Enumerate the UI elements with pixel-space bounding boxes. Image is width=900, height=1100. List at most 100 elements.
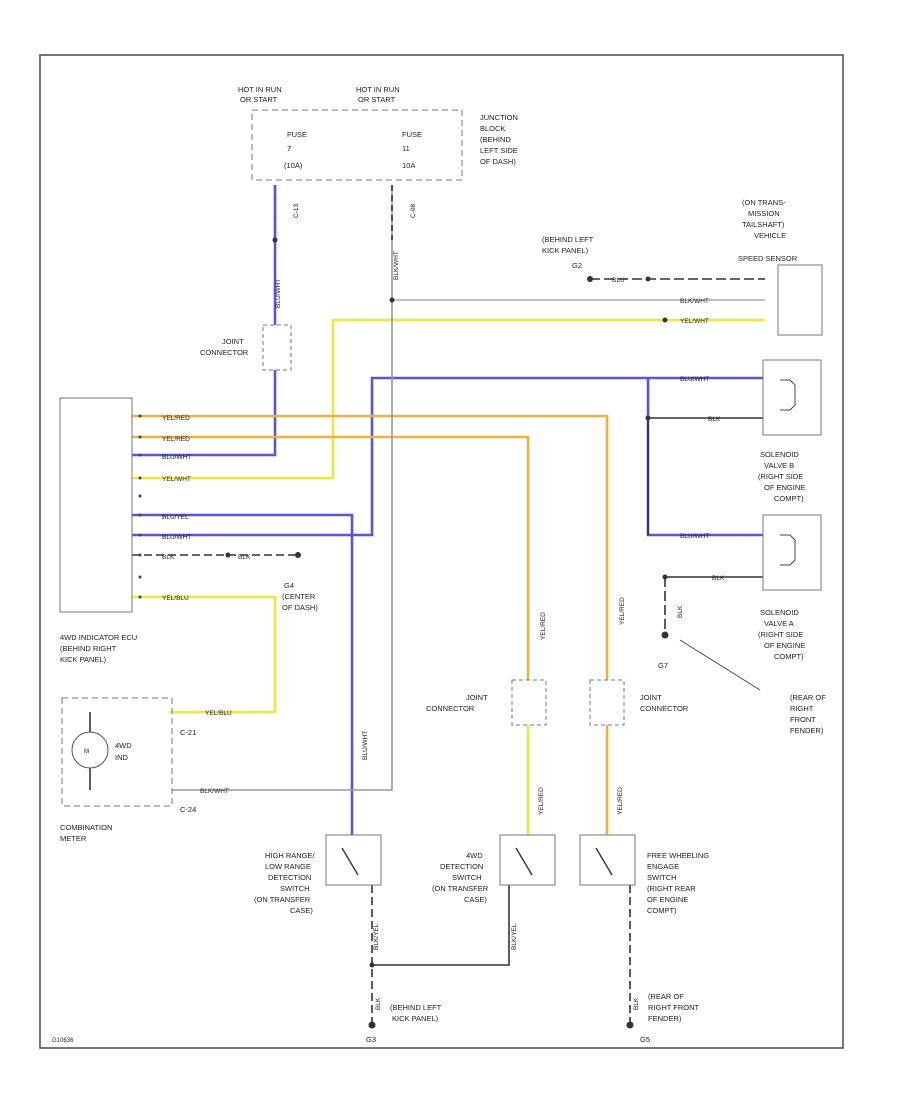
ecu-ground-3: OF DASH) xyxy=(282,603,318,612)
joint-connectors-lower: JOINT CONNECTOR JOINT CONNECTOR YEL/RED … xyxy=(362,597,689,815)
junction-dot xyxy=(225,552,231,558)
solenoid-a-box xyxy=(762,514,822,591)
switch-1-label-4: SWITCH xyxy=(280,884,310,893)
solenoid-b-box xyxy=(762,359,822,436)
wire-label-blk-g7: BLK xyxy=(677,605,684,618)
ecu-pin-dots xyxy=(138,414,142,599)
wire-label-yel-red-2: YEL/RED xyxy=(162,436,190,443)
junction-dot xyxy=(389,297,395,303)
solenoid-a-label-4: OF ENGINE xyxy=(764,641,805,650)
joint-connector-2-box xyxy=(511,679,547,726)
rear-fender-1: (REAR OF xyxy=(790,693,826,702)
hot-run-2b: OR START xyxy=(358,95,396,104)
wire-label-yel-blu-meter: YEL/BLU xyxy=(205,710,232,717)
vss-label-5: SPEED SENSOR xyxy=(738,254,798,263)
solenoid-b-label-2: VALVE B xyxy=(764,461,794,470)
rear-fender-2: RIGHT xyxy=(790,704,814,713)
ground-g5-label-3: FENDER) xyxy=(648,1014,682,1023)
meter-box xyxy=(61,697,173,807)
wire-label-blk-ecu: BLK xyxy=(162,554,175,561)
solenoid-b-label-3: (RIGHT SIDE xyxy=(758,472,803,481)
wire-blu-yel xyxy=(132,513,354,835)
wire-label-blk-ecu2: BLK xyxy=(238,554,251,561)
switch-1-label-6: CASE) xyxy=(290,906,313,915)
ground-g5-dot xyxy=(626,1021,634,1029)
fuse-area: HOT IN RUN OR START HOT IN RUN OR START … xyxy=(238,85,518,308)
joint-connector-1-label-2: CONNECTOR xyxy=(200,348,249,357)
wire-label-blu-yel: BLU/YEL xyxy=(162,514,189,521)
switch-1-label-2: LOW RANGE xyxy=(265,862,311,871)
switch-3-label-4: (RIGHT REAR xyxy=(647,884,696,893)
fuse-1-num: 7 xyxy=(287,144,291,153)
wire-yel-red-1 xyxy=(132,414,609,680)
ecu-label-3: KICK PANEL) xyxy=(60,655,107,664)
ecu-ground-2: (CENTER xyxy=(282,592,316,601)
switch-3-box xyxy=(579,834,636,886)
vss-label-3: TAILSHAFT) xyxy=(742,220,785,229)
wire-label-blu-wht-v: BLU/WHT xyxy=(362,731,369,760)
wire-label-blu-wht-ecu2: BLU/WHT xyxy=(162,534,191,541)
wire-label-blk-wht-vss: BLK/WHT xyxy=(680,298,709,305)
ecu-box xyxy=(59,397,133,613)
fuse-2-amp: 10A xyxy=(402,161,415,170)
joint-connector-1-label-1: JOINT xyxy=(222,337,244,346)
g2-label-2: KICK PANEL) xyxy=(542,246,589,255)
solenoid-a-label-2: VALVE A xyxy=(764,619,794,628)
switch-1-box xyxy=(325,834,382,886)
footer-code: G10636 xyxy=(52,1038,74,1044)
wire-yel-red-2 xyxy=(132,435,530,680)
g2-label-3: G2 xyxy=(572,261,582,270)
vehicle-speed-sensor: (ON TRANS- MISSION TAILSHAFT) VEHICLE SP… xyxy=(542,198,823,336)
junction-block-2: BLOCK xyxy=(480,124,505,133)
vss-label-2: MISSION xyxy=(748,209,780,218)
fuse-1-name: FUSE xyxy=(287,130,307,139)
junction-block-1: JUNCTION xyxy=(480,113,518,122)
ground-g3-label-3: G3 xyxy=(366,1035,376,1044)
switch-1-label-3: DETECTION xyxy=(268,873,311,882)
solenoid-b-label-5: COMPT) xyxy=(774,494,804,503)
vss-label-1: (ON TRANS- xyxy=(742,198,786,207)
hot-run-1a: HOT IN RUN xyxy=(238,85,282,94)
wire-label-yel-wht-vss: YEL/WHT xyxy=(680,318,709,325)
wire-label-yel-red-v2: YEL/RED xyxy=(619,597,626,625)
hot-run-1b: OR START xyxy=(240,95,278,104)
joint-connector-2-label-1: JOINT xyxy=(466,693,488,702)
ground-g5-label-4: G5 xyxy=(640,1035,650,1044)
ecu-label-2: (BEHIND RIGHT xyxy=(60,644,117,653)
wire-label-blk-sw1: BLK/YEL xyxy=(373,923,380,950)
meter-conn-2: C-24 xyxy=(180,805,196,814)
wire-label-blu: BLU xyxy=(612,277,625,284)
switch-3-label-5: OF ENGINE xyxy=(647,895,688,904)
combination-meter: M 4WD IND YEL/BLU BLK/WHT C-21 C-24 COMB… xyxy=(60,697,232,843)
wire-label-blk-sol: BLK xyxy=(708,416,721,423)
ground-g5-label-2: RIGHT FRONT xyxy=(648,1003,700,1012)
indicator-label-1: 4WD xyxy=(115,741,132,750)
joint-connector-3-box xyxy=(589,679,625,726)
junction-dot xyxy=(272,237,278,243)
wire-label-blk-wht-top: BLK/WHT xyxy=(393,251,400,280)
junction-dot xyxy=(662,574,668,580)
joint-connector-1: JOINT CONNECTOR xyxy=(200,324,292,371)
meter-label-1: COMBINATION xyxy=(60,823,112,832)
joint-connector-3-label-2: CONNECTOR xyxy=(640,704,689,713)
switches: HIGH RANGE/ LOW RANGE DETECTION SWITCH (… xyxy=(254,834,709,968)
solenoid-valves: BLU/WHT BLK BLU/WHT BLK BLK SOLENOID VAL… xyxy=(645,359,826,735)
solenoid-a-coil xyxy=(780,534,796,566)
switch-2-contact xyxy=(515,847,533,876)
solenoid-a-label-3: (RIGHT SIDE xyxy=(758,630,803,639)
wire-blu-wht-solenoid-b xyxy=(646,378,765,537)
wire-label-yel-wht-ecu: YEL/WHT xyxy=(162,476,191,483)
switch-2-label-4: (ON TRANSFER xyxy=(432,884,489,893)
wire-label-yel-blu: YEL/BLU xyxy=(162,595,189,602)
wires xyxy=(132,185,765,835)
wire-label-yel-red-v1: YEL/RED xyxy=(540,612,547,640)
ground-g7-dot xyxy=(661,631,669,639)
indicator-lamp-icon xyxy=(71,731,109,769)
wires-dark xyxy=(89,185,765,1025)
junction-dot xyxy=(645,415,651,421)
wire-blk-wht-main xyxy=(172,185,393,791)
g2-label-1: (BEHIND LEFT xyxy=(542,235,594,244)
vss-box xyxy=(777,264,823,336)
wire-label-yel-red-1: YEL/RED xyxy=(162,415,190,422)
ground-g7-label: G7 xyxy=(658,661,668,670)
